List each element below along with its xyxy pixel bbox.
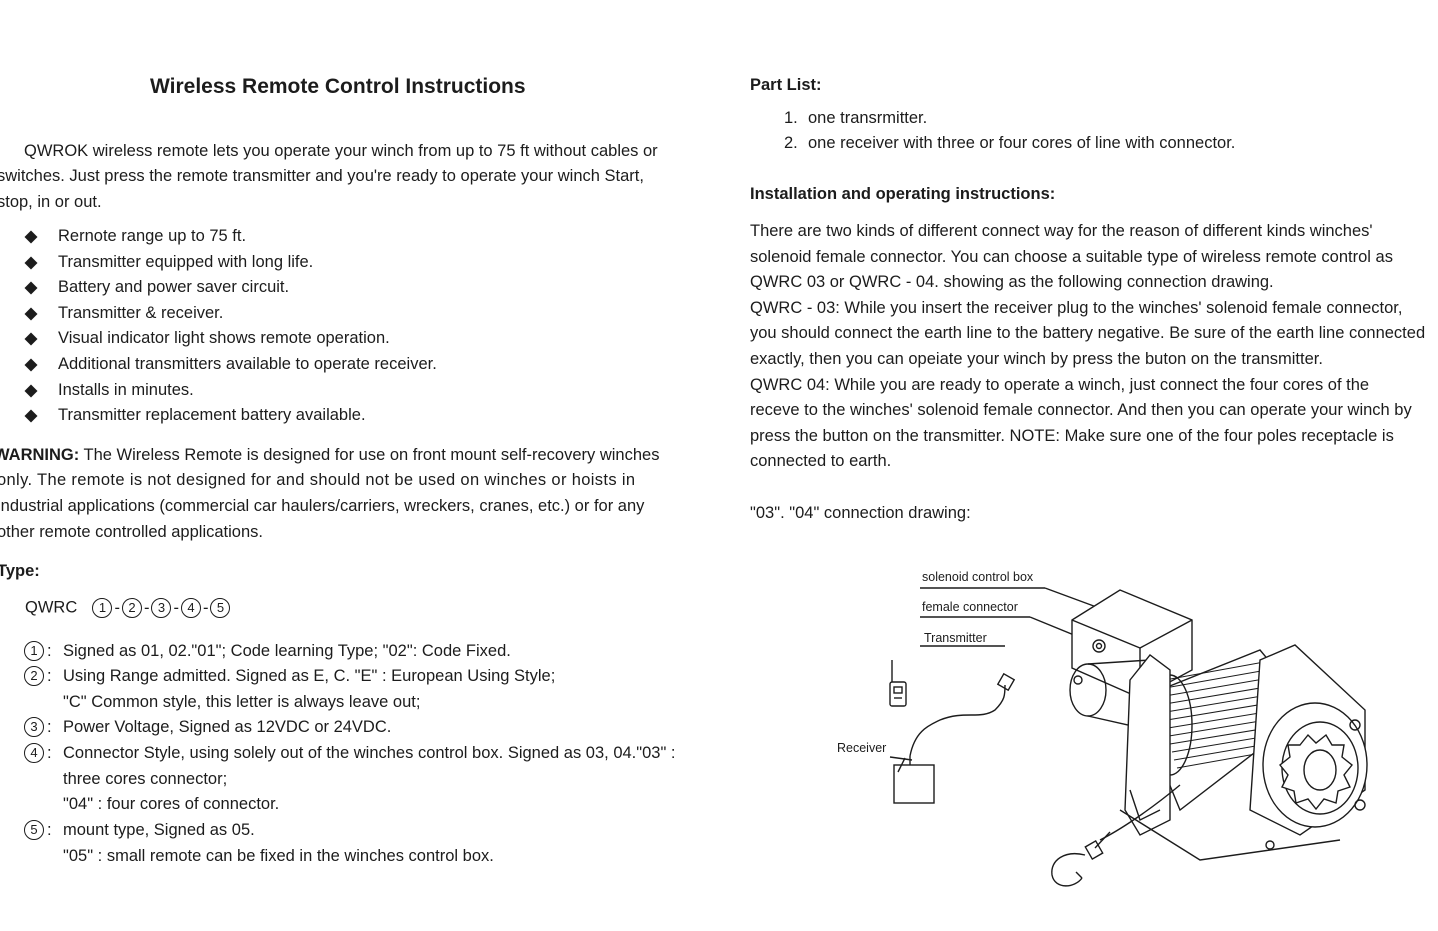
part-text: one transrmitter. <box>808 109 928 127</box>
feature-item: Transmitter & receiver. <box>58 303 224 322</box>
warning-line: only. The remote is not designed for and… <box>0 471 636 489</box>
label-receiver: Receiver <box>837 741 886 755</box>
feature-item: Additional transmitters available to ope… <box>58 355 437 373</box>
part-list-heading: Part List: <box>750 76 822 94</box>
part-item: 2. one receiver with three or four cores … <box>784 131 1235 157</box>
type-code-separator: - <box>114 598 120 617</box>
part-number: 1. <box>784 109 798 127</box>
type-item-line: Connector Style, using solely out of the… <box>63 744 676 762</box>
page-title: Wireless Remote Control Instructions <box>150 75 526 98</box>
diamond-bullet-icon <box>24 409 38 423</box>
intro-line: stop, in or out. <box>0 193 102 211</box>
feature-item: Visual indicator light shows remote oper… <box>58 329 390 348</box>
warning-text: The Wireless Remote is designed for use … <box>79 446 660 464</box>
type-item-line: "04" : four cores of connector. <box>63 795 280 814</box>
item-colon: : <box>47 666 52 685</box>
type-item-number: 2: <box>24 666 52 686</box>
install-line: QWRC - 03: While you insert the receiver… <box>750 298 1403 317</box>
feature-item: Transmitter replacement battery availabl… <box>58 406 366 425</box>
circled-number: 1 <box>24 641 44 661</box>
type-item-number: 5: <box>24 820 52 840</box>
type-item-line: Using Range admitted. Signed as E, C. "E… <box>63 667 556 685</box>
install-line: QWRC 03 or QWRC - 04. showing as the fol… <box>750 273 1274 292</box>
install-line: connected to earth. <box>750 452 892 471</box>
circled-number: 2 <box>24 666 44 686</box>
type-item-line: mount type, Signed as 05. <box>63 821 255 839</box>
feature-item: Battery and power saver circuit. <box>58 278 290 297</box>
warning-label: WARNING: <box>0 446 80 464</box>
item-colon: : <box>47 820 52 839</box>
type-item-number: 4: <box>24 743 52 763</box>
type-code-number: 2 <box>121 598 142 618</box>
feature-item: Transmitter equipped with long life. <box>58 252 314 271</box>
circled-number: 5 <box>24 820 44 840</box>
diamond-bullet-icon <box>24 281 38 295</box>
type-code-number: 3 <box>151 598 172 618</box>
type-heading: Type: <box>0 562 40 580</box>
part-text: one receiver with three or four cores of… <box>808 134 1236 152</box>
type-code: QWRC 1-2-3-4-5 <box>25 598 231 618</box>
feature-item: Rernote range up to 75 ft. <box>58 227 247 245</box>
label-female-connector: female connector <box>922 600 1018 614</box>
install-line: QWRC 04: While you are ready to operate … <box>750 375 1370 394</box>
type-item-line: "05" : small remote can be fixed in the … <box>63 846 494 865</box>
type-code-separator: - <box>143 598 150 617</box>
circled-number: 3 <box>24 717 44 737</box>
install-line: There are two kinds of different connect… <box>750 222 1373 240</box>
install-line: press the button on the transmitter. NOT… <box>750 426 1394 445</box>
type-code-number: 4 <box>180 598 201 618</box>
type-item-line: three cores connector; <box>63 769 228 788</box>
type-item-line: Power Voltage, Signed as 12VDC or 24VDC. <box>63 718 392 736</box>
install-line: receve to the winches' solenoid female c… <box>750 401 1412 420</box>
type-code-separator: - <box>202 598 209 617</box>
diamond-bullet-icon <box>24 332 38 346</box>
diamond-bullet-icon <box>24 358 38 372</box>
type-item-number: 1: <box>24 641 52 661</box>
diamond-bullet-icon <box>24 230 38 244</box>
warning-line: industrial applications (commercial car … <box>0 497 645 515</box>
type-code-number: 1 <box>92 598 113 618</box>
label-solenoid-control-box: solenoid control box <box>922 570 1034 584</box>
item-colon: : <box>47 743 52 762</box>
type-code-separator: - <box>173 598 179 617</box>
type-code-number: 5 <box>210 598 231 618</box>
connection-drawing: solenoid control box female connector Tr… <box>837 570 1368 887</box>
part-item: 1. one transrmitter. <box>784 106 927 132</box>
intro-line: QWROK wireless remote lets you operate y… <box>24 142 658 160</box>
type-item-line: "C" Common style, this letter is always … <box>63 692 421 711</box>
warning-line: WARNING: The Wireless Remote is designed… <box>0 443 659 469</box>
install-line: solenoid female connector. You can choos… <box>750 247 1393 266</box>
part-number: 2. <box>784 134 798 152</box>
type-item-line: Signed as 01, 02."01"; Code learning Typ… <box>63 642 511 660</box>
drawing-caption: "03". "04" connection drawing: <box>750 504 971 522</box>
label-transmitter: Transmitter <box>924 631 987 645</box>
install-heading: Installation and operating instructions: <box>750 185 1056 203</box>
diamond-bullet-icon <box>24 256 38 270</box>
install-line: you should connect the earth line to the… <box>750 324 1426 343</box>
type-item-number: 3: <box>24 717 52 737</box>
warning-line: other remote controlled applications. <box>0 523 263 541</box>
type-code-prefix: QWRC <box>25 598 78 617</box>
diamond-bullet-icon <box>24 307 38 321</box>
item-colon: : <box>47 717 52 736</box>
intro-line: switches. Just press the remote transmit… <box>0 167 644 185</box>
feature-item: Installs in minutes. <box>58 380 194 399</box>
install-line: exactly, then you can opeiate your winch… <box>750 350 1323 368</box>
item-colon: : <box>47 641 52 660</box>
diamond-bullet-icon <box>24 384 38 398</box>
circled-number: 4 <box>24 743 44 763</box>
